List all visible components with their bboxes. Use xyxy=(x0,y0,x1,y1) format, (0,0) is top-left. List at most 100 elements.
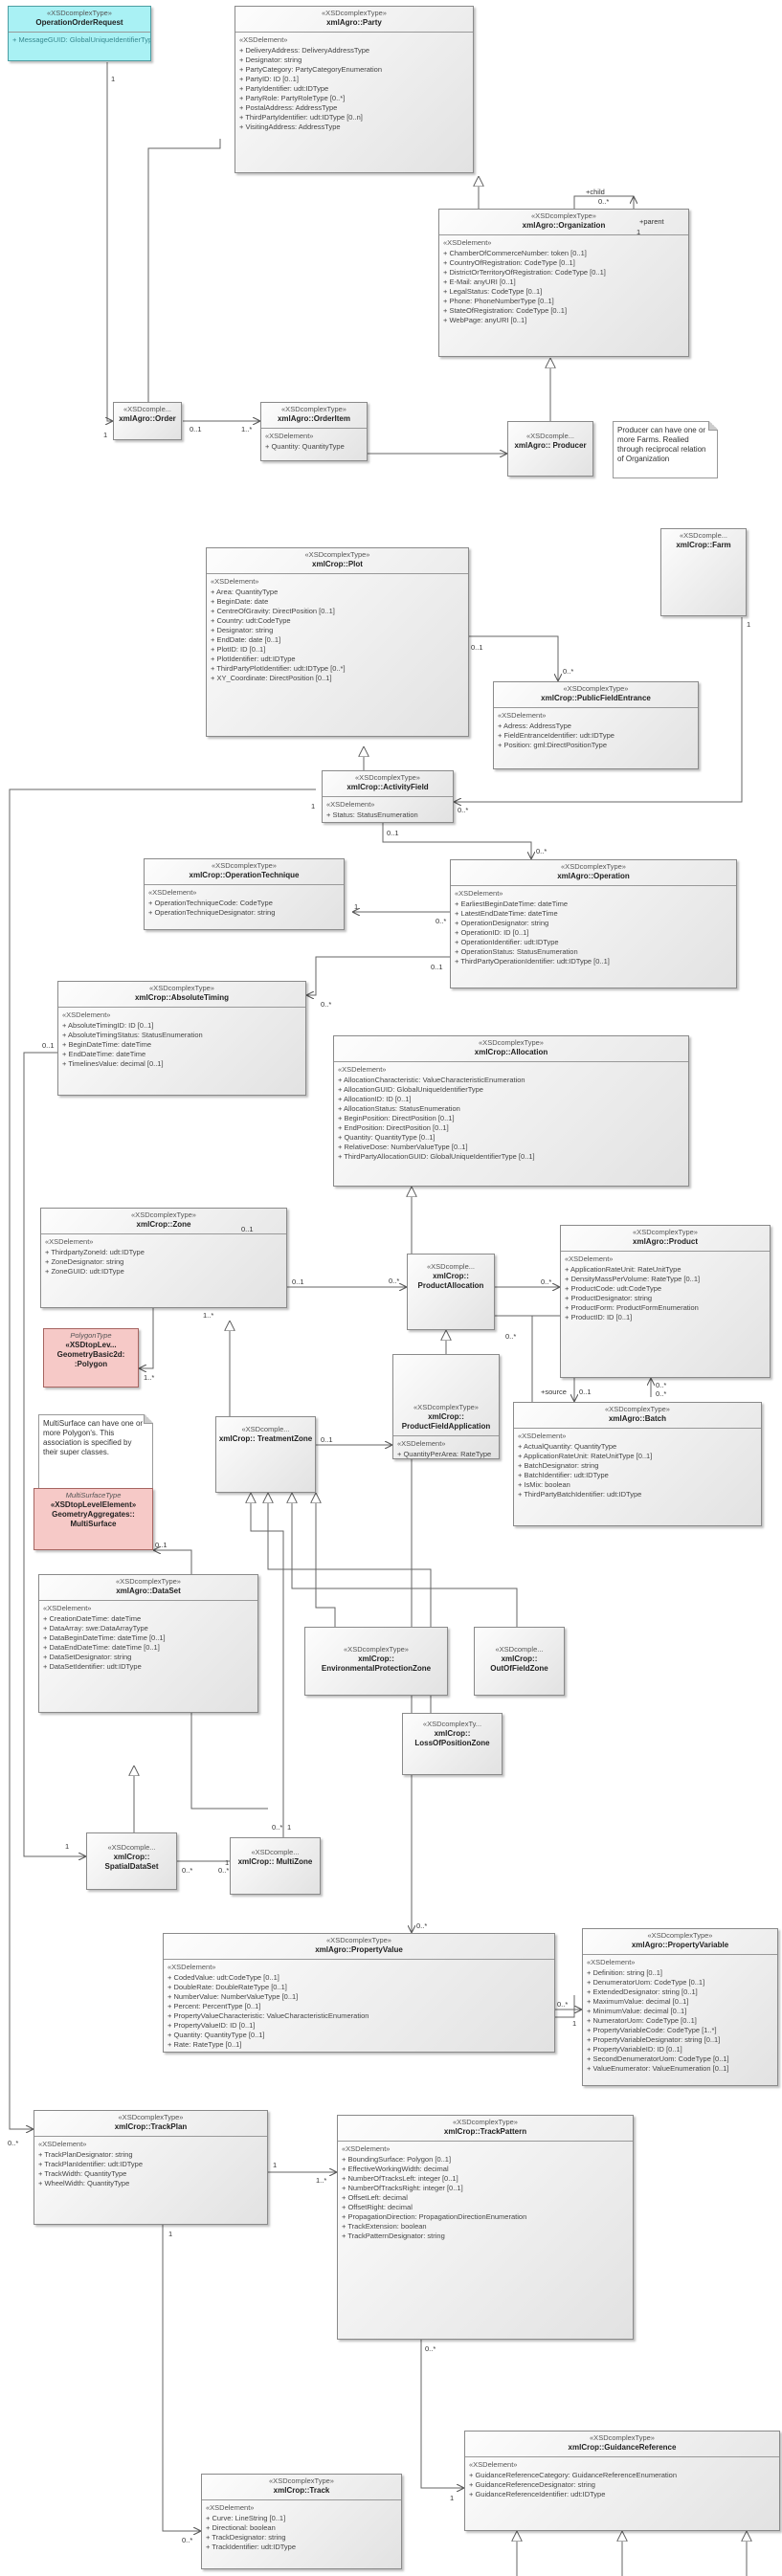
attribute: + CreationDateTime: dateTime xyxy=(43,1614,142,1623)
class-organization[interactable]: «XSDcomplexType»xmlAgro::Organization «X… xyxy=(438,209,689,357)
class-track-pattern[interactable]: «XSDcomplexType»xmlCrop::TrackPattern «X… xyxy=(337,2115,634,2340)
attribute: + PropagationDirection: PropagationDirec… xyxy=(342,2212,527,2221)
attribute: + MinimumValue: decimal [0..1] xyxy=(587,2007,687,2015)
mult-label: 1 xyxy=(287,1823,292,1832)
assoc-zone-polygon xyxy=(139,1306,154,1368)
class-absolute-timing[interactable]: «XSDcomplexType»xmlCrop::AbsoluteTiming … xyxy=(57,981,306,1096)
stereotype: «XSDcomplexType» xyxy=(269,2476,334,2485)
stereotype: «XSDcomplexType» xyxy=(590,2433,655,2442)
class-public-field-entrance[interactable]: «XSDcomplexType»xmlCrop::PublicFieldEntr… xyxy=(493,681,699,769)
mult-label: 0..1 xyxy=(190,425,202,433)
section-label: «XSDelement» xyxy=(168,1963,216,1971)
attribute: + ApplicationRateUnit: RateUnitType [0..… xyxy=(518,1452,653,1460)
stereotype: «XSDcomplexType» xyxy=(633,1228,698,1236)
attribute: + Adress: AddressType xyxy=(498,722,571,730)
class-name: xmlCrop:: LossOfPositionZone xyxy=(414,1729,490,1747)
stereotype: «XSDcomplexType» xyxy=(413,1403,479,1411)
mult-label: 0..* xyxy=(272,1823,283,1832)
class-track-plan[interactable]: «XSDcomplexType»xmlCrop::TrackPlan «XSDe… xyxy=(34,2110,268,2225)
class-name: xmlCrop::AbsoluteTiming xyxy=(134,993,230,1002)
class-multi-surface[interactable]: MultiSurfaceType«XSDtopLevelElement» Geo… xyxy=(34,1488,153,1550)
class-name: xmlCrop::TrackPlan xyxy=(114,2122,188,2131)
class-zone[interactable]: «XSDcomplexType»xmlCrop::Zone «XSDelemen… xyxy=(40,1208,287,1308)
mult-label: 1 xyxy=(354,902,359,911)
class-spatial-dataset[interactable]: «XSDcomple...xmlCrop:: SpatialDataSet xyxy=(86,1832,177,1890)
class-plot[interactable]: «XSDcomplexType»xmlCrop::Plot «XSDelemen… xyxy=(206,547,469,737)
attribute: + PropertyValueID: ID [0..1] xyxy=(168,2021,256,2030)
class-operation[interactable]: «XSDcomplexType»xmlAgro::Operation «XSDe… xyxy=(450,859,737,988)
class-polygon[interactable]: PolygonType«XSDtopLev... GeometryBasic2d… xyxy=(43,1328,139,1388)
attribute: + AbsoluteTimingStatus: StatusEnumeratio… xyxy=(62,1031,203,1039)
attribute: + OperationIdentifier: udt:IDType xyxy=(455,938,559,946)
stereotype: «XSDcomplexType» xyxy=(531,211,596,220)
attribute: + AllocationGUID: GlobalUniqueIdentifier… xyxy=(338,1085,483,1094)
class-product-field-application[interactable]: «XSDcomplexType»xmlCrop:: ProductFieldAp… xyxy=(392,1354,500,1459)
class-name: xmlCrop:: EnvironmentalProtectionZone xyxy=(321,1654,432,1673)
section-label: «XSDelement» xyxy=(43,1604,92,1612)
attribute: + OperationTechniqueCode: CodeType xyxy=(148,899,273,907)
class-property-variable[interactable]: «XSDcomplexType»xmlAgro::PropertyVariabl… xyxy=(582,1928,778,2086)
class-name: xmlAgro::Organization xyxy=(522,221,606,230)
class-name: xmlCrop::Plot xyxy=(312,560,363,568)
class-out-of-field-zone[interactable]: «XSDcomple...xmlCrop:: OutOfFieldZone xyxy=(474,1627,565,1696)
attribute: + AllocationStatus: StatusEnumeration xyxy=(338,1104,460,1113)
class-party[interactable]: «XSDcomplexType»xmlAgro::Party «XSDeleme… xyxy=(235,6,474,173)
stereotype: «XSDcomplexType» xyxy=(453,2118,518,2126)
attribute: + ZoneDesignator: string xyxy=(45,1257,124,1266)
stereotype: «XSDcomplexType» xyxy=(149,984,214,992)
class-product[interactable]: «XSDcomplexType»xmlAgro::Product «XSDele… xyxy=(560,1225,771,1378)
class-multi-zone[interactable]: «XSDcomple...xmlCrop:: MultiZone xyxy=(230,1837,321,1895)
attribute: + AbsoluteTimingID: ID [0..1] xyxy=(62,1021,154,1030)
class-name: xmlAgro::Order xyxy=(119,414,176,423)
class-operation-technique[interactable]: «XSDcomplexType»xmlCrop::OperationTechni… xyxy=(144,858,345,930)
class-property-value[interactable]: «XSDcomplexType»xmlAgro::PropertyValue «… xyxy=(163,1933,555,2053)
attribute: + DataSetIdentifier: udt:IDType xyxy=(43,1662,142,1671)
attribute: + DoubleRate: DoubleRateType [0..1] xyxy=(168,1983,287,1991)
stereotype: «XSDcomplexType» xyxy=(47,9,112,17)
class-allocation[interactable]: «XSDcomplexType»xmlCrop::Allocation «XSD… xyxy=(333,1035,689,1187)
attribute: + BatchDesignator: string xyxy=(518,1461,599,1470)
class-name: «XSDtopLev... GeometryBasic2d: :Polygon xyxy=(56,1341,125,1368)
class-producer[interactable]: «XSDcomple...xmlAgro:: Producer xyxy=(507,421,593,477)
stereotype: «XSDcomple... xyxy=(426,1262,476,1271)
stereotype: «XSDcomplexType» xyxy=(281,405,346,413)
stereotype: «XSDcomplexType» xyxy=(116,1577,181,1586)
attribute: + Percent: PercentType [0..1] xyxy=(168,2002,261,2010)
class-name: xmlCrop:: ProductFieldApplication xyxy=(401,1412,491,1431)
attribute: + ThirdPartyIdentifier: udt:IDType [0..n… xyxy=(239,113,363,122)
mult-label: 1 xyxy=(450,2494,455,2502)
mult-label: 0..1 xyxy=(42,1041,55,1050)
section-label: «XSDelement» xyxy=(239,35,288,44)
class-track[interactable]: «XSDcomplexType»xmlCrop::Track «XSDeleme… xyxy=(201,2474,402,2569)
class-product-allocation[interactable]: «XSDcomple...xmlCrop:: ProductAllocation xyxy=(407,1254,495,1330)
mult-label: 0..1 xyxy=(431,963,443,971)
attribute: + ActualQuantity: QuantityType xyxy=(518,1442,617,1451)
attribute: + ChamberOfCommerceNumber: token [0..1] xyxy=(443,249,587,257)
class-batch[interactable]: «XSDcomplexType»xmlAgro::Batch «XSDeleme… xyxy=(513,1402,762,1526)
stereotype: «XSDcomplexType» xyxy=(563,684,629,693)
section-label: «XSDelement» xyxy=(498,711,547,720)
class-guidance-reference[interactable]: «XSDcomplexType»xmlCrop::GuidanceReferen… xyxy=(464,2431,780,2531)
stereotype: «XSDcomple... xyxy=(251,1848,300,1856)
section-label: «XSDelement» xyxy=(338,1065,387,1074)
attribute: + Country: udt:CodeType xyxy=(211,616,291,625)
class-name: xmlAgro::Operation xyxy=(557,872,630,880)
class-order-item[interactable]: «XSDcomplexType»xmlAgro::OrderItem «XSDe… xyxy=(260,402,368,461)
class-name: xmlAgro::OrderItem xyxy=(277,414,350,423)
class-dataset[interactable]: «XSDcomplexType»xmlAgro::DataSet «XSDele… xyxy=(38,1574,258,1713)
class-treatment-zone[interactable]: «XSDcomple...xmlCrop:: TreatmentZone xyxy=(215,1416,316,1493)
mult-label: 0..* xyxy=(598,197,610,206)
class-loss-of-position-zone[interactable]: «XSDcomplexTy...xmlCrop:: LossOfPosition… xyxy=(402,1713,503,1775)
section-label: «XSDelement» xyxy=(38,2140,87,2148)
stereotype: «XSDcomplexType» xyxy=(561,862,626,871)
mult-label: 0..* xyxy=(182,2536,193,2544)
class-operation-order-request[interactable]: «XSDcomplexType»OperationOrderRequest + … xyxy=(8,6,151,61)
attribute: + NumberValue: NumberValueType [0..1] xyxy=(168,1992,299,2001)
mult-label: 0..* xyxy=(505,1332,517,1341)
class-activity-field[interactable]: «XSDcomplexType»xmlCrop::ActivityField «… xyxy=(322,770,454,823)
class-name: xmlAgro::PropertyValue xyxy=(315,1945,403,1954)
section-label: «XSDelement» xyxy=(469,2460,518,2469)
class-environmental-protection-zone[interactable]: «XSDcomplexType»xmlCrop:: EnvironmentalP… xyxy=(304,1627,448,1696)
class-order[interactable]: «XSDcomple...xmlAgro::Order xyxy=(113,402,182,440)
class-farm[interactable]: «XSDcomple...xmlCrop::Farm xyxy=(660,528,747,616)
